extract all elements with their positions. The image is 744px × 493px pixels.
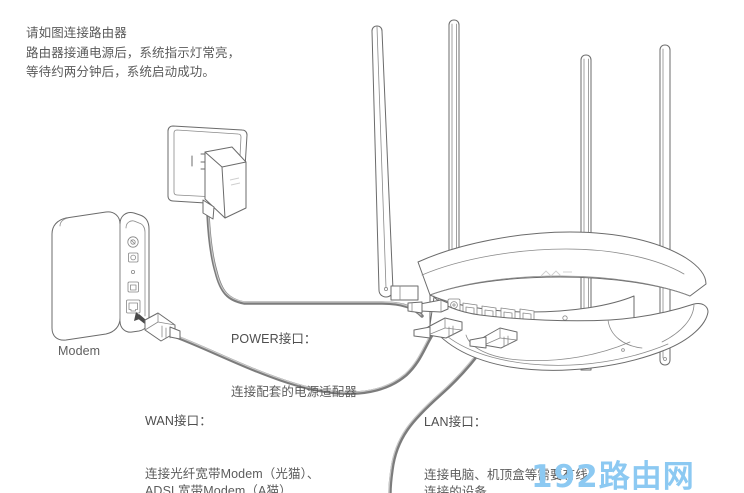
- router-group: [371, 19, 709, 371]
- adapter-cord-boot: [202, 199, 215, 220]
- lan-plug-router-end: [469, 327, 518, 349]
- callout-power-title: POWER接口：: [231, 332, 317, 346]
- antenna-hinge-left: [390, 285, 419, 301]
- intro-instructions: 请如图连接路由器 路由器接通电源后，系统指示灯常亮， 等待约两分钟后，系统启动成…: [26, 26, 241, 79]
- adapter-brand-mark: [229, 177, 241, 186]
- modem-device-label: Modem: [58, 344, 101, 358]
- callout-power-body: 连接配套的电源适配器: [231, 384, 358, 399]
- router-plugs-group: [407, 299, 518, 349]
- router-top-shell: [417, 231, 707, 297]
- modem-power-port: [128, 252, 139, 263]
- modem-led: [130, 269, 135, 274]
- router-base-stand: [429, 296, 709, 371]
- modem-usb-port: [127, 281, 139, 293]
- power-plug-router-end: [407, 299, 449, 314]
- power-adapter-group: [167, 125, 248, 220]
- callout-wan-title: WAN接口：: [145, 414, 212, 428]
- wan-plug-modem-end: [144, 312, 181, 342]
- callout-power: POWER接口： 连接配套的电源适配器: [231, 296, 357, 436]
- callout-lan: LAN接口： 连接电脑、机顶盒等需要有线 连接的设备: [424, 379, 588, 493]
- cables-group: [161, 213, 492, 493]
- antenna-1: [371, 25, 394, 298]
- modem-group: [51, 211, 181, 342]
- lan-cable: [388, 336, 492, 493]
- wan-cable: [161, 330, 434, 395]
- adapter-body: [204, 146, 247, 219]
- router-foot-dot: [621, 348, 625, 352]
- antenna-2: [448, 19, 460, 259]
- router-brand-logo: [540, 270, 572, 277]
- router-reset-button: [562, 315, 568, 321]
- site-watermark: 192路由网: [531, 459, 695, 493]
- callout-wan: WAN接口： 连接光纤宽带Modem（光猫）、 ADSL宽带Modem（A猫） …: [145, 378, 320, 493]
- callout-lan-body: 连接电脑、机顶盒等需要有线 连接的设备: [424, 467, 588, 493]
- modem-body: [51, 211, 121, 341]
- wan-plug-router-end: [413, 317, 463, 339]
- callout-lan-title: LAN接口：: [424, 415, 487, 429]
- callout-wan-body: 连接光纤宽带Modem（光猫）、 ADSL宽带Modem（A猫） 或者小区宽带接…: [145, 466, 320, 493]
